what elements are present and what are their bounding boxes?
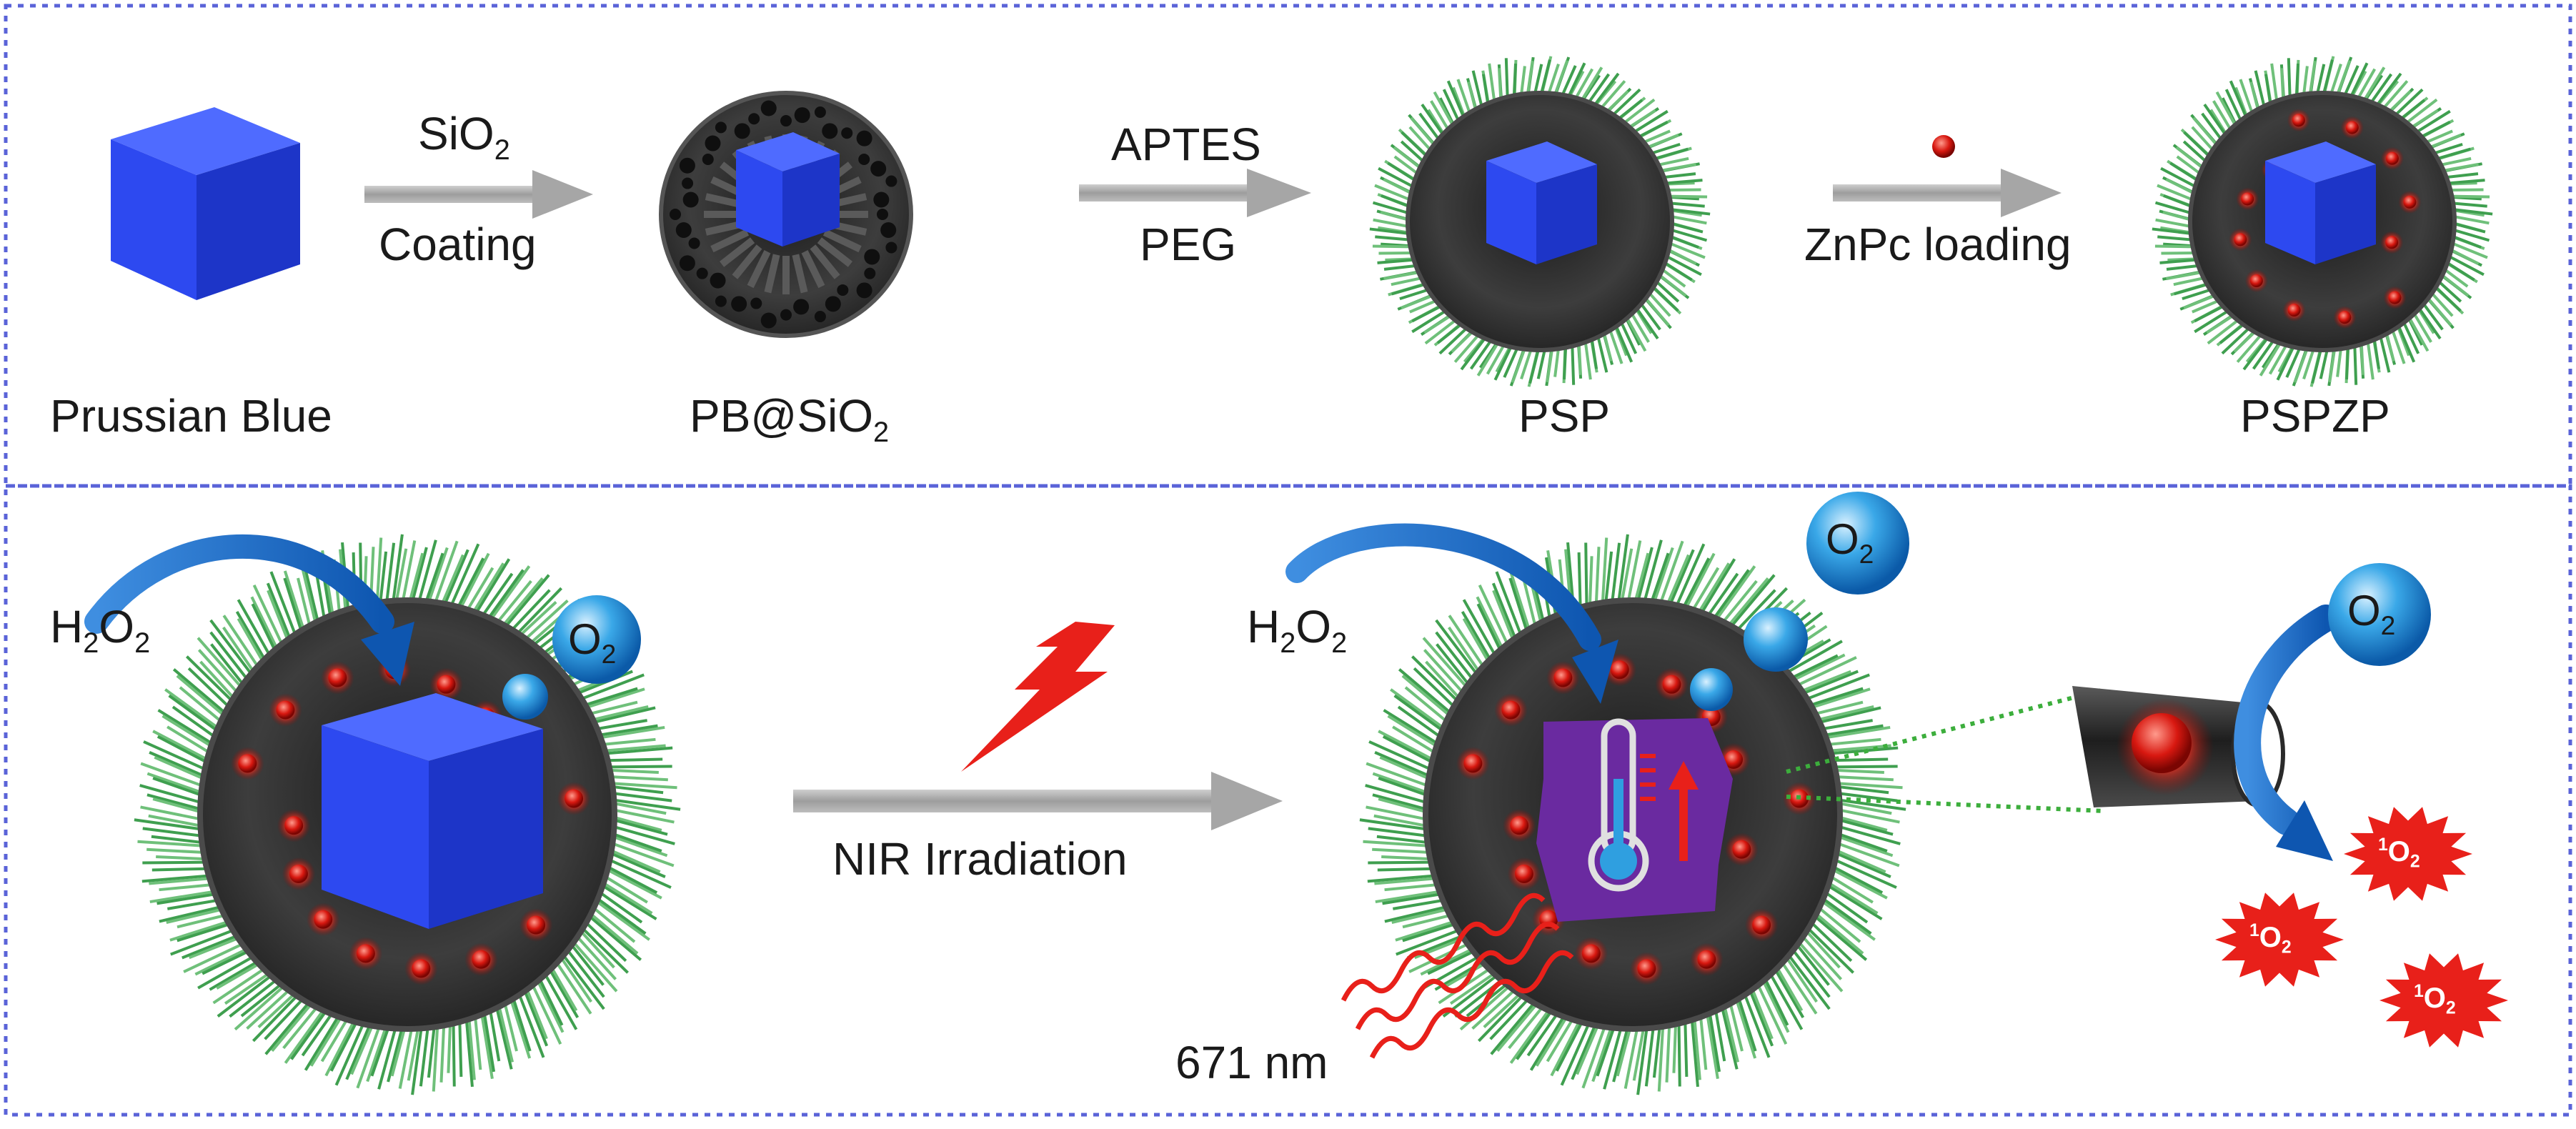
singlet-oxygen-sub: 2 [2281,937,2292,958]
o2-left-o: O [568,615,602,663]
singlet-oxygen-burst-icon [2344,807,2472,901]
nir-wave-icon [1341,892,1574,1059]
top-panel-border [4,4,2572,488]
singlet-oxygen-o: O [2423,982,2446,1014]
step1-bottom-label: Coating [379,219,537,270]
h2o2-left-o: O [99,601,135,652]
pb-sio2-sub: 2 [873,416,890,448]
singlet-oxygen-label: 1O2 [2249,921,2292,958]
o2-conversion-arrow [2234,605,2339,835]
step1-top-label: SiO2 [418,107,510,166]
h2o2-right-sub-a: 2 [1280,627,1296,659]
psp-label: PSP [1518,390,1611,442]
pspzp-label: PSPZP [2240,390,2390,442]
pspzp-particle-icon [2152,56,2493,387]
singlet-oxygen-label: 1O2 [2414,982,2456,1019]
bottom-panel-border [4,484,2572,1117]
lightning-bolt-icon [961,622,1115,772]
prussian-blue-label: Prussian Blue [50,390,332,442]
right-particle-icon [1359,534,1906,1095]
o2-bubble-icon [1806,492,1909,595]
o2-bubble-icon [502,674,548,720]
h2o2-arrow-right [1285,523,1601,651]
step2-bottom-label: PEG [1140,219,1237,270]
singlet-oxygen-label: 1O2 [2378,835,2420,872]
o2-right-label: O2 [1826,514,1874,570]
o2-bubble-icon [2328,563,2431,666]
h2o2-left-label: H2O2 [50,600,150,660]
process-arrow-2 [1079,169,1311,217]
h2o2-left-sub-b: 2 [134,627,151,659]
o2-right-o: O [1826,515,1859,563]
h2o2-right-o: O [1296,601,1332,652]
step2-top-label: APTES [1111,119,1261,170]
o2-far-sub: 2 [2380,610,2396,641]
h2o2-arrow-left [84,534,394,634]
o2-left-sub: 2 [601,639,617,670]
pb-sio2-label: PB@SiO2 [690,389,889,449]
wavelength-label: 671 nm [1175,1037,1328,1088]
step1-top-main: SiO [418,108,494,159]
o2-bubble-icon [1690,668,1733,711]
singlet-oxygen-o: O [2259,921,2282,953]
nir-irradiation-label: NIR Irradiation [832,833,1128,885]
pb-sio2-main: PB@SiO [690,390,874,442]
zoom-line-top [1786,687,2105,774]
nir-irradiation-arrow [793,772,1283,830]
h2o2-right-h: H [1247,601,1280,652]
thermometer-icon [1588,718,1656,892]
step3-bottom-label: ZnPc loading [1804,219,2072,270]
singlet-oxygen-burst-icon [2215,892,2344,987]
h2o2-left-h: H [50,601,84,652]
znpc-dot-icon [1932,135,1955,158]
mesoporous-silica-shell-icon [659,91,913,338]
o2-bubble-icon [552,595,641,684]
zoom-line-bottom [1786,795,2105,813]
prussian-blue-cube-icon [111,107,300,300]
step1-top-sub: 2 [494,134,510,166]
process-arrow-1 [364,170,593,219]
singlet-oxygen-sup: 1 [2378,835,2388,855]
o2-left-label: O2 [568,615,616,670]
singlet-oxygen-sub: 2 [2410,852,2420,872]
o2-right-sub: 2 [1859,539,1874,570]
h2o2-left-sub-a: 2 [83,627,99,659]
h2o2-right-label: H2O2 [1247,600,1347,660]
process-arrow-3 [1833,135,2062,217]
singlet-oxygen-o: O [2387,835,2410,867]
o2-bubble-icon [1744,607,1808,672]
psp-particle-icon [1369,56,1711,387]
temperature-up-arrow-icon [1669,761,1699,861]
o2-far-label: O2 [2347,586,2395,641]
singlet-oxygen-sup: 1 [2414,982,2424,1001]
o2-far-o: O [2347,587,2381,635]
singlet-oxygen-sub: 2 [2445,998,2456,1018]
singlet-oxygen-burst-icon [2379,953,2508,1048]
h2o2-right-sub-b: 2 [1331,627,1348,659]
singlet-oxygen-sup: 1 [2249,921,2259,940]
